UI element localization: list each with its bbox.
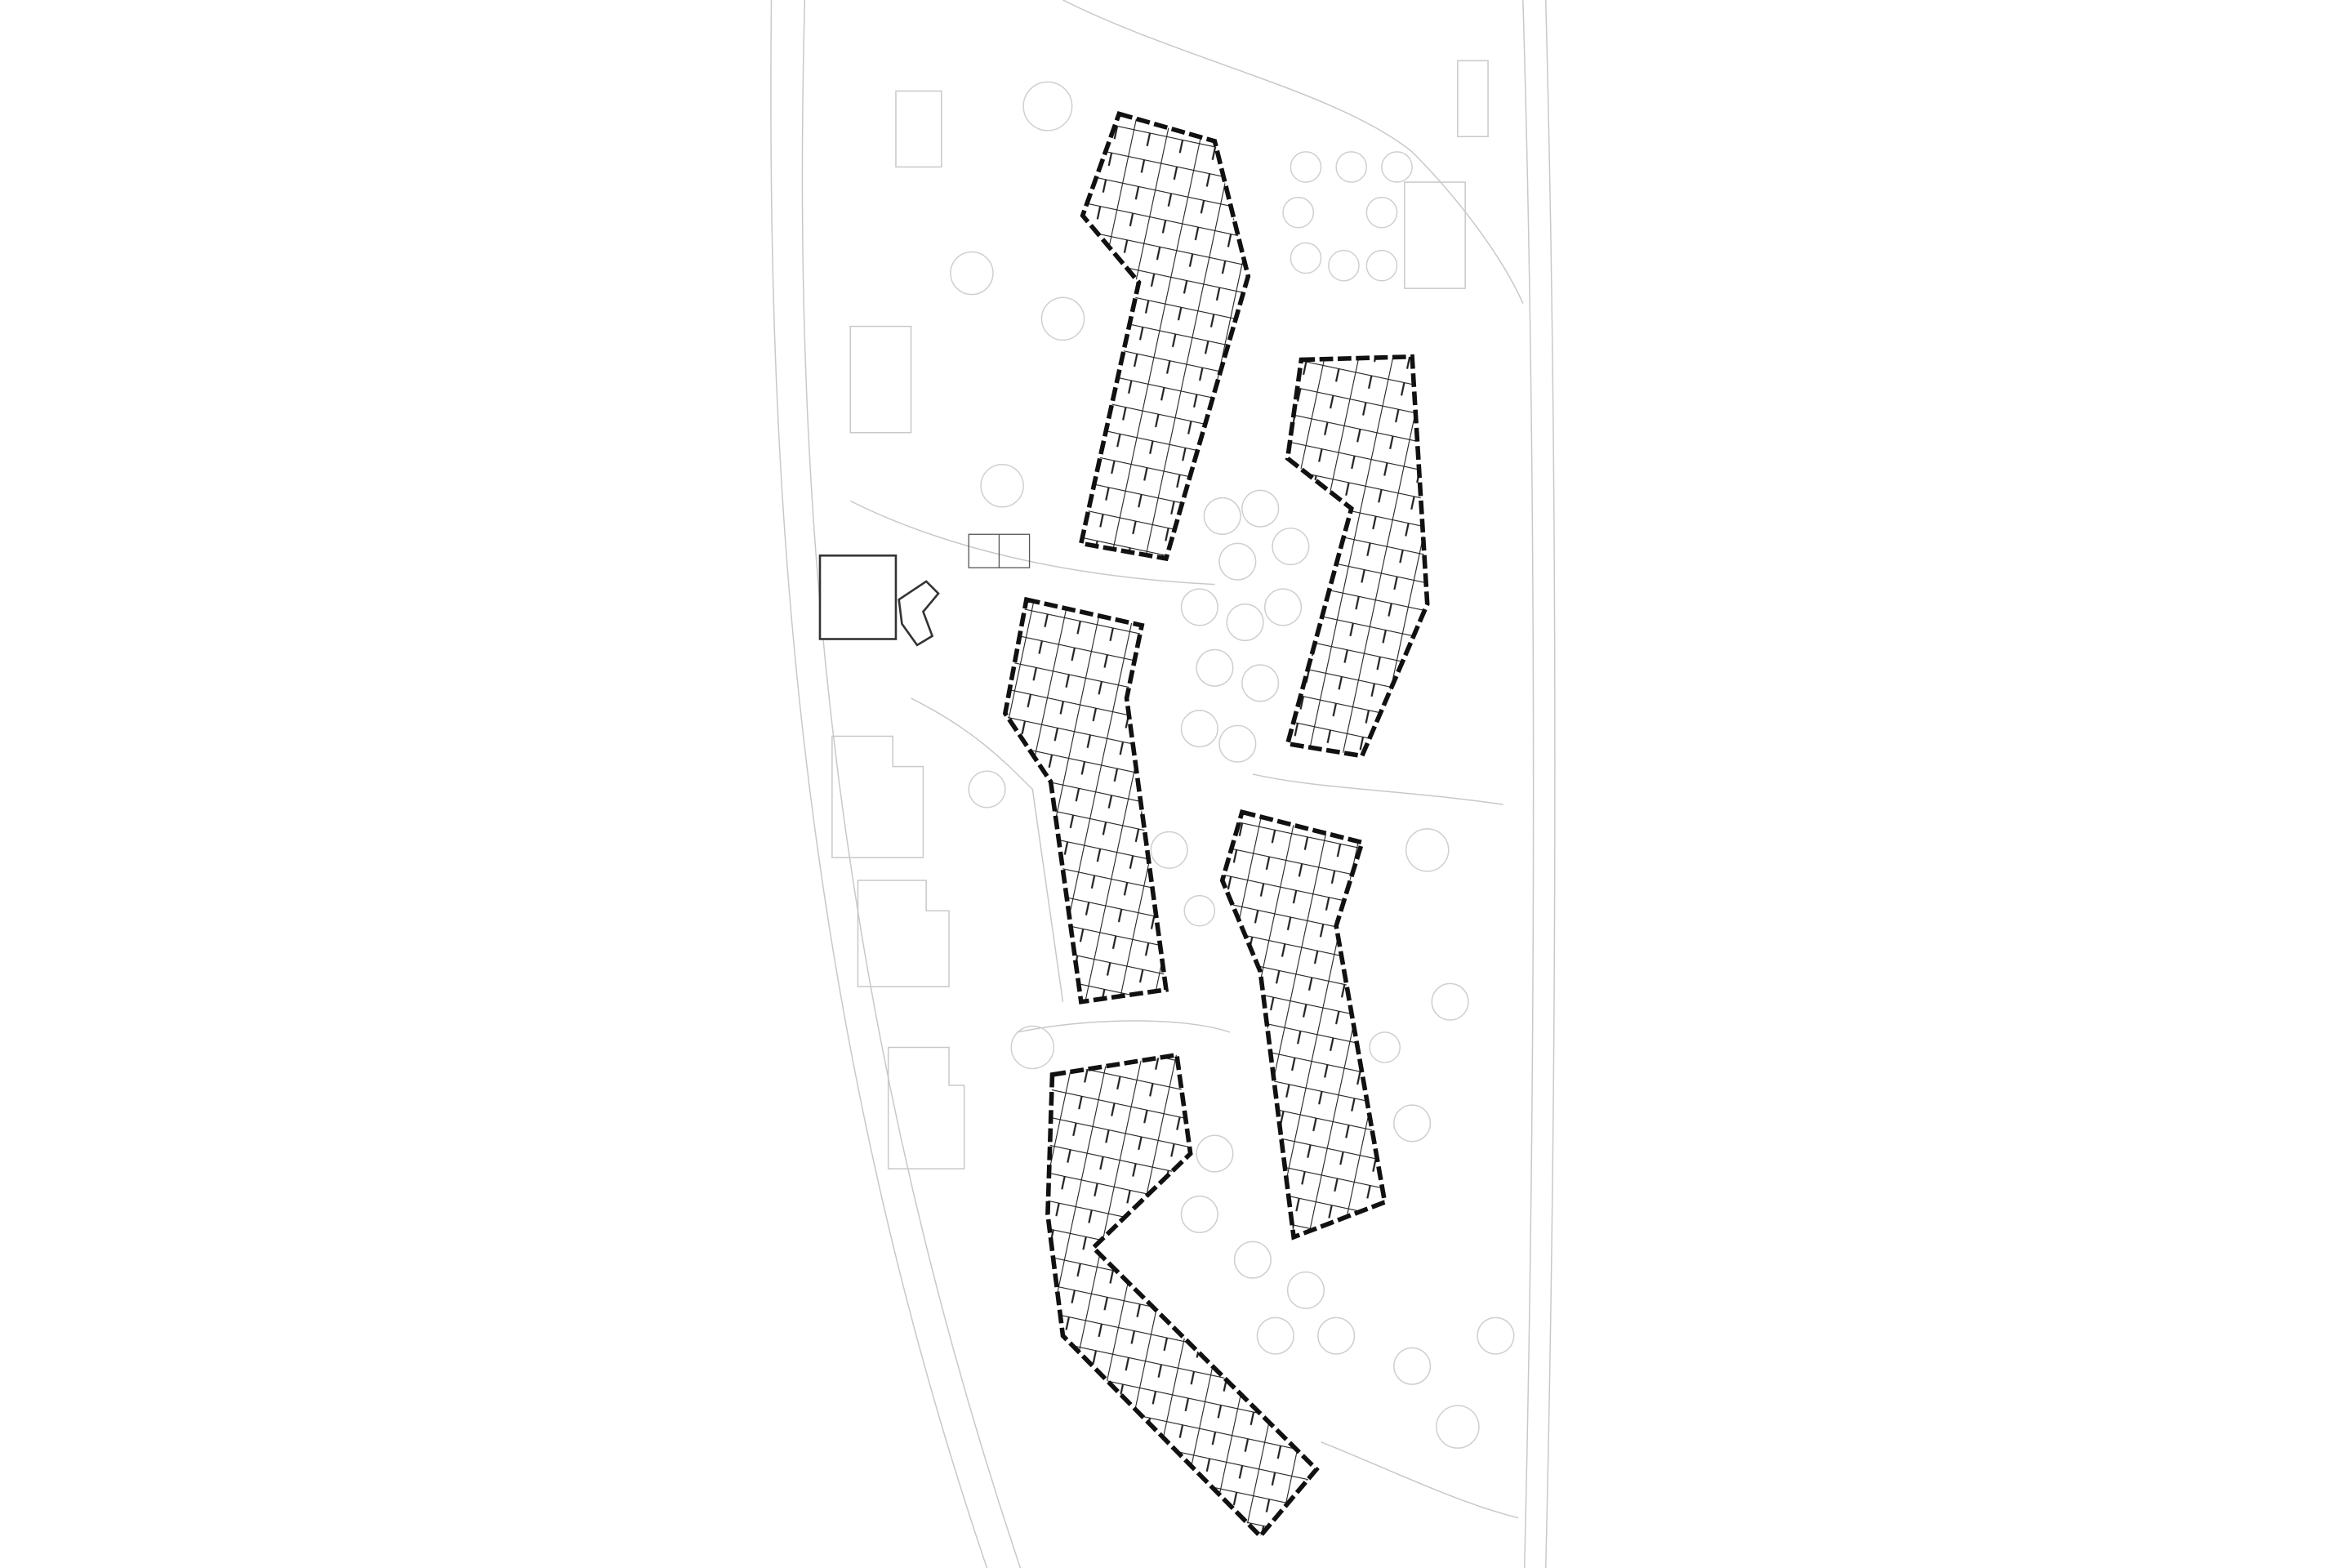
east-path (1252, 773, 1503, 805)
neighbor-building-1 (849, 325, 912, 434)
tree-canopy (1369, 1031, 1401, 1063)
tree-canopy (1381, 151, 1413, 183)
tree-canopy (1040, 296, 1085, 341)
tree-canopy (1328, 249, 1360, 282)
pavilion-stair (898, 580, 940, 647)
tree-canopy (1477, 1316, 1515, 1355)
tree-canopy (1290, 242, 1322, 274)
tree-canopy (950, 251, 994, 296)
north-path (1062, 0, 1524, 305)
tree-canopy (1218, 724, 1257, 763)
tree-canopy (1282, 196, 1315, 229)
tree-canopy (1233, 1241, 1272, 1279)
tree-canopy (1286, 1271, 1325, 1309)
tree-canopy (1180, 710, 1218, 748)
tree-canopy (1180, 588, 1218, 626)
tree-canopy (1436, 1405, 1480, 1449)
tree-canopy (980, 464, 1024, 508)
neighbor-building-5 (887, 1046, 965, 1169)
east-road-edge (1522, 0, 1535, 1568)
tree-canopy (1196, 1134, 1234, 1173)
tree-canopy (1335, 151, 1368, 183)
tree-canopy (1226, 604, 1264, 642)
tree-canopy (1218, 542, 1257, 581)
buildings (818, 111, 1430, 1540)
building-northeast (1285, 354, 1430, 759)
south-path (1321, 1441, 1519, 1519)
tree-canopy (1203, 497, 1241, 535)
west-road-edge (770, 0, 988, 1568)
tree-canopy (968, 770, 1006, 808)
tree-canopy (1010, 1025, 1055, 1070)
tree-canopy (1405, 828, 1450, 872)
neighbor-building-7 (1404, 181, 1466, 289)
building-center-west (1002, 596, 1169, 1004)
building-center-east (1219, 809, 1388, 1241)
site-context (770, 0, 1556, 1568)
east-road-edge-inner (1544, 0, 1556, 1568)
central-path-2 (911, 697, 1064, 1002)
tree-canopy (1431, 982, 1469, 1021)
west-road-edge-inner (801, 0, 1022, 1568)
tree-canopy (1150, 831, 1188, 869)
central-path-1 (849, 500, 1215, 586)
tree-canopy (1272, 528, 1310, 566)
tree-canopy (1183, 894, 1216, 927)
tree-canopy (1264, 588, 1303, 626)
tree-canopy (1196, 648, 1234, 687)
neighbor-building-3 (831, 735, 924, 858)
pavilion-building (818, 554, 898, 640)
neighbor-building-2 (895, 90, 942, 168)
tree-canopy (1180, 1195, 1218, 1233)
tree-canopy (1365, 196, 1398, 229)
tree-canopy (1022, 81, 1073, 131)
building-north (1078, 111, 1251, 562)
tree-canopy (1241, 489, 1280, 528)
tree-canopy (1365, 249, 1398, 282)
tree-canopy (1317, 1316, 1356, 1355)
central-path-3 (1017, 1020, 1231, 1033)
tree-canopy (1393, 1104, 1432, 1143)
neighbor-building-6 (1457, 60, 1489, 138)
neighbor-building-4 (857, 880, 950, 987)
tree-canopy (1256, 1316, 1294, 1355)
tree-canopy (1290, 151, 1322, 183)
trees (950, 81, 1515, 1449)
building-south (1045, 1052, 1320, 1540)
tree-canopy (1241, 664, 1280, 702)
tree-canopy (1393, 1347, 1432, 1385)
